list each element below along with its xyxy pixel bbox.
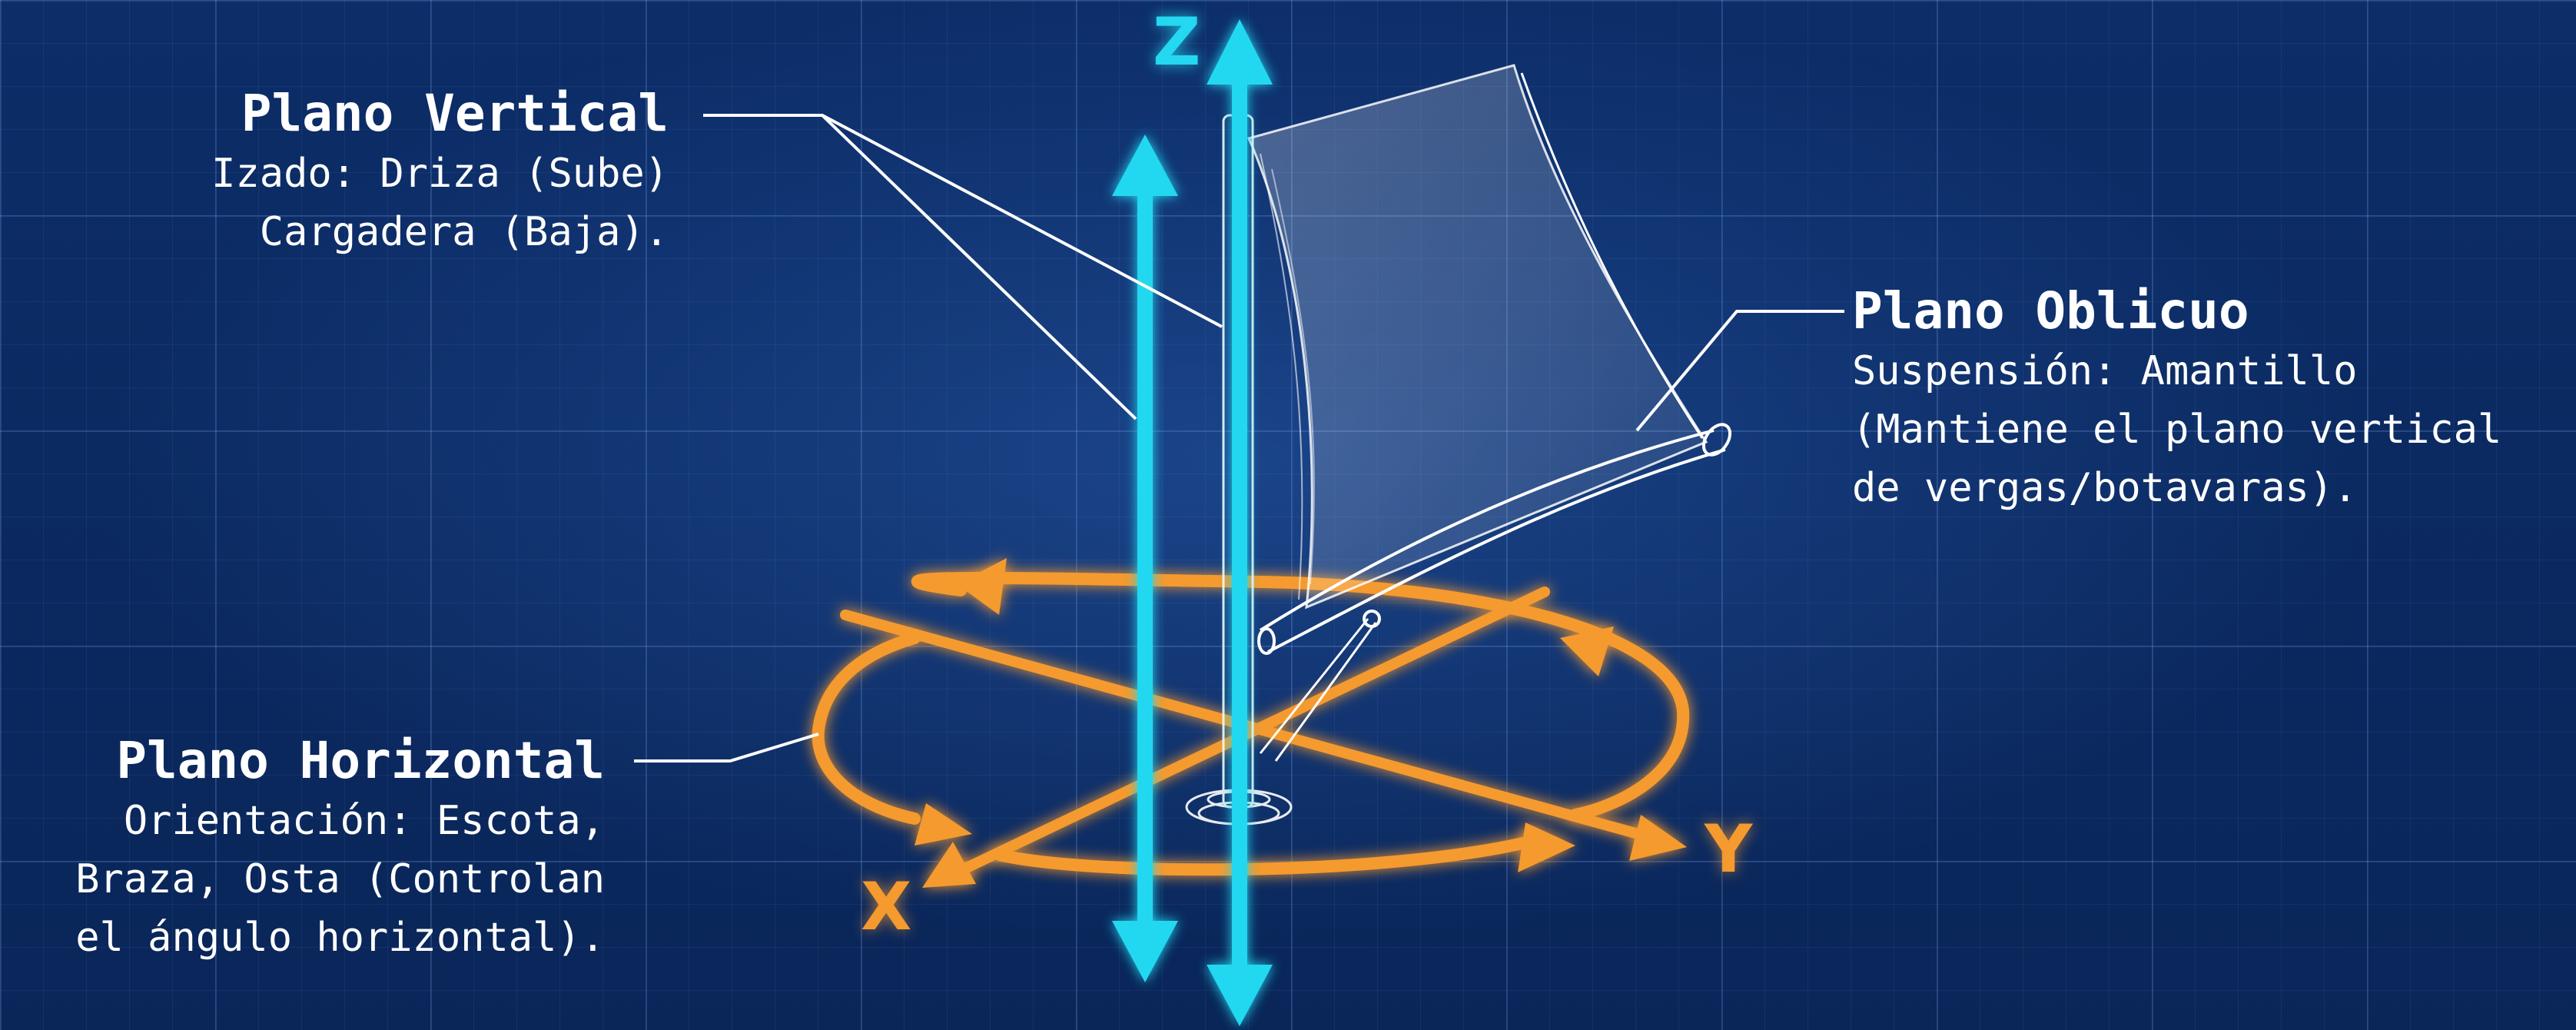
z-axis xyxy=(1207,19,1273,1026)
hoist-arrowhead-down xyxy=(1112,921,1178,982)
arrowhead-bottom-left xyxy=(915,803,972,846)
x-axis-arrowhead xyxy=(922,842,976,888)
x-axis-line xyxy=(951,586,1550,878)
oblique-plane-title: Plano Oblicuo xyxy=(1852,281,2249,341)
leader-oblique xyxy=(1635,310,1844,432)
vertical-plane-line-1: Izado: Driza (Sube) xyxy=(211,151,669,197)
label-horizontal-plane: Plano Horizontal Orientación: Escota, Br… xyxy=(75,730,605,967)
vertical-plane-title: Plano Vertical xyxy=(241,84,669,143)
arrowhead-bottom-right xyxy=(1518,822,1575,872)
boom-sketch xyxy=(1257,423,1732,762)
z-axis-arrowhead-top xyxy=(1207,19,1273,85)
label-oblique-plane: Plano Oblicuo Suspensión: Amantillo (Man… xyxy=(1852,281,2501,517)
xy-axes xyxy=(840,586,1658,878)
horizontal-plane-title: Plano Horizontal xyxy=(116,731,605,790)
oblique-plane-line-3: de vergas/botavaras). xyxy=(1852,465,2358,511)
leader-lines xyxy=(634,114,1844,763)
horizontal-arrowheads xyxy=(915,558,1614,872)
leader-vertical-b xyxy=(821,114,1137,420)
y-axis-label: Y xyxy=(1705,811,1753,888)
y-axis-arrowhead xyxy=(1629,815,1687,861)
oblique-plane-line-1: Suspensión: Amantillo xyxy=(1852,348,2358,394)
arrowhead-right xyxy=(1560,626,1614,676)
leader-horizontal xyxy=(634,733,819,763)
z-axis-label: Z xyxy=(1153,4,1201,81)
arrowhead-top-left xyxy=(957,558,1007,615)
hoist-arrowhead-up xyxy=(1112,135,1178,196)
horizontal-plane-line-1: Orientación: Escota, xyxy=(123,798,605,844)
z-axis-arrowhead-bottom xyxy=(1207,965,1273,1026)
horizontal-plane-line-2: Braza, Osta (Controlan xyxy=(75,856,605,902)
sail-sketch xyxy=(1247,64,1708,610)
vertical-hoist-arrow xyxy=(1112,135,1178,982)
oblique-plane-line-2: (Mantiene el plano vertical xyxy=(1852,407,2502,453)
y-axis-line xyxy=(840,610,1658,843)
label-vertical-plane: Plano Vertical Izado: Driza (Sube) Carga… xyxy=(211,83,669,261)
vertical-plane-line-2: Cargadera (Baja). xyxy=(259,209,669,255)
x-axis-label: X xyxy=(861,869,912,945)
horizontal-plane-line-3: el ángulo horizontal). xyxy=(75,915,605,961)
